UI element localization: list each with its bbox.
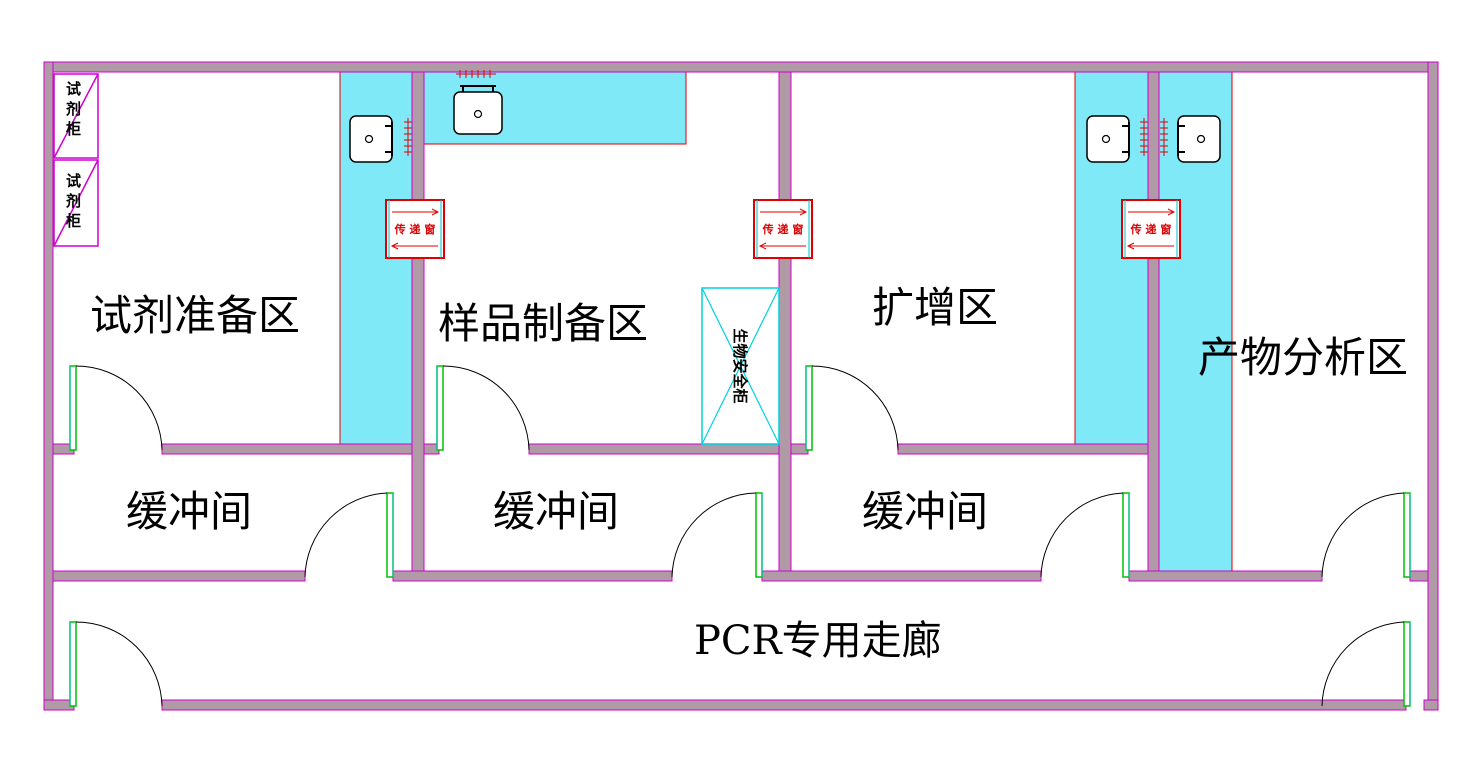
wall-h1-f xyxy=(897,443,1149,455)
buffer-label-3: 缓冲间 xyxy=(862,487,988,536)
wall-right xyxy=(1427,61,1439,711)
wall-h2-a xyxy=(52,570,306,582)
wall-h2-e xyxy=(1409,570,1429,582)
buffer-label-1: 缓冲间 xyxy=(126,487,252,536)
door-icon xyxy=(1321,621,1411,707)
door-icon xyxy=(69,621,163,707)
door-icon xyxy=(805,365,899,451)
door-icon xyxy=(1040,492,1130,578)
door-icon xyxy=(1321,492,1411,578)
reagent-cabinets: 试剂柜 试剂柜 xyxy=(53,73,99,247)
pass-window-1-label: 传 递 窗 xyxy=(394,222,436,236)
door-icon xyxy=(69,365,163,451)
reagent-cabinet-1-label: 试剂柜 xyxy=(65,80,81,138)
pass-window-3-label: 传 递 窗 xyxy=(1130,222,1172,236)
door-icon xyxy=(671,492,763,578)
biosafety-cabinet-label: 生物安全柜 xyxy=(731,328,749,403)
room-label-sample-prep: 样品制备区 xyxy=(438,299,648,348)
reagent-cabinet-2-diagonal xyxy=(53,159,99,247)
room-label-reagent-prep: 试剂准备区 xyxy=(90,291,300,340)
sink-icon xyxy=(1160,115,1221,163)
door-icon xyxy=(304,492,394,578)
door-icon xyxy=(436,365,530,451)
wall-bottom-mid xyxy=(161,699,1407,711)
wall-bottom-right xyxy=(1423,699,1439,711)
wall-left xyxy=(43,61,54,711)
wall-h1-d xyxy=(528,443,780,455)
room-label-amplification: 扩增区 xyxy=(872,283,998,332)
wall-h2-b xyxy=(392,570,673,582)
reagent-cabinet-2-label: 试剂柜 xyxy=(65,172,81,230)
room-label-product-analysis: 产物分析区 xyxy=(1198,333,1408,382)
sink-icon xyxy=(1086,115,1148,163)
pass-window-2-label: 传 递 窗 xyxy=(762,222,804,236)
wall-v2 xyxy=(778,71,792,578)
wall-h2-c xyxy=(761,570,1042,582)
wall-h1-b xyxy=(161,443,413,455)
wall-v3 xyxy=(1147,71,1160,578)
biosafety-cabinet: 生物安全柜 xyxy=(701,287,780,445)
wall-h2-d xyxy=(1128,570,1323,582)
reagent-cabinet-1-diagonal xyxy=(53,73,99,159)
wall-top xyxy=(43,61,1439,73)
doors xyxy=(69,365,1411,707)
sink-icon xyxy=(349,115,412,163)
wall-v1 xyxy=(411,71,425,578)
sink-icon xyxy=(453,70,503,135)
pass-window-2: 传 递 窗 xyxy=(753,199,813,259)
pass-window-3: 传 递 窗 xyxy=(1121,199,1181,259)
pass-windows: 传 递 窗 传 递 窗 传 递 窗 xyxy=(385,199,1181,259)
pass-window-1: 传 递 窗 xyxy=(385,199,445,259)
corridor-label: PCR专用走廊 xyxy=(694,618,942,664)
buffer-label-2: 缓冲间 xyxy=(493,487,619,536)
sinks xyxy=(349,70,1221,163)
